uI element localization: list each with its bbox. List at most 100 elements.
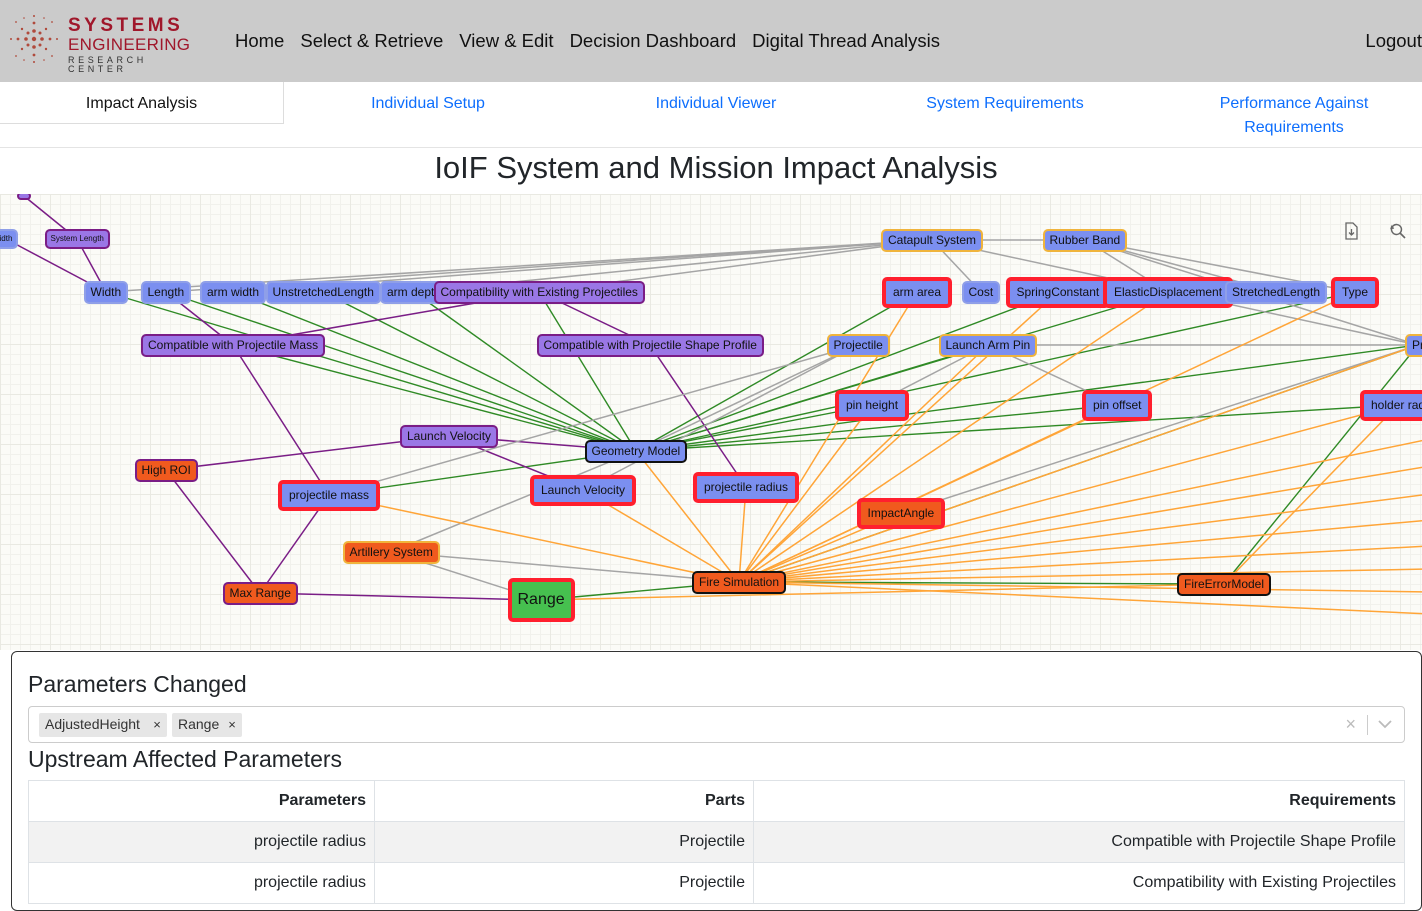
nav-decision-dashboard[interactable]: Decision Dashboard (569, 30, 737, 51)
column-header-parameters[interactable]: Parameters (28, 780, 375, 822)
graph-edge (738, 545, 1422, 583)
graph-node-rubber-band[interactable]: Rubber Band (1042, 228, 1128, 252)
table-row: projectile radius Projectile Compatible … (28, 821, 1405, 863)
graph-edge (232, 344, 330, 496)
page-title: IoIF System and Mission Impact Analysis (434, 150, 998, 185)
logout-link[interactable]: Logout (1365, 30, 1422, 51)
graph-node-fire-error-model[interactable]: FireErrorModel (1177, 572, 1272, 596)
graph-edge (738, 519, 1422, 583)
graph-edge (413, 291, 637, 452)
graph-node-catapult-system[interactable]: Catapult System (881, 228, 984, 252)
graph-node-pin-height[interactable]: pin height (835, 389, 910, 421)
cell-requirement: Compatibility with Existing Projectiles (753, 862, 1405, 904)
graph-edge (738, 486, 747, 583)
graph-edge (232, 344, 637, 452)
upstream-affected-heading: Upstream Affected Parameters (28, 746, 343, 772)
chip-remove-icon[interactable]: × (153, 717, 161, 732)
graph-node-geometry-model[interactable]: Geometry Model (584, 439, 688, 463)
graph-node-cost[interactable]: Cost (961, 280, 1001, 304)
graph-node-max-range[interactable]: Max Range (222, 581, 298, 605)
nav-digital-thread-analysis[interactable]: Digital Thread Analysis (752, 30, 940, 51)
graph-node-pr-cut[interactable]: Pr (1405, 333, 1422, 357)
cell-parameter: projectile radius (28, 821, 375, 863)
graph-node-launch-velocity[interactable]: Launch Velocity (530, 474, 637, 506)
top-navbar: SYSTEMS ENGINEERING RESEARCH CENTER Home… (0, 0, 1422, 82)
cell-parameter: projectile radius (28, 862, 375, 904)
graph-node-launch-arm-pin[interactable]: Launch Arm Pin (938, 333, 1038, 357)
graph-edge (390, 450, 637, 553)
graph-edge (649, 344, 747, 488)
graph-edge (1223, 404, 1399, 585)
graph-edge (738, 404, 1118, 583)
graph-edge (582, 344, 859, 491)
graph-node-projectile-mass[interactable]: projectile mass (278, 479, 381, 511)
graph-edge (738, 404, 1399, 583)
graph-edge (105, 291, 637, 452)
graph-node-artillery-system[interactable]: Artillery System (342, 540, 440, 564)
graph-edge (738, 404, 873, 583)
graph-node-system-length[interactable]: System Length (44, 229, 110, 249)
nav-home[interactable]: Home (235, 30, 285, 51)
clear-all-icon[interactable]: × (1345, 714, 1356, 734)
graph-node-type[interactable]: Type (1331, 276, 1380, 308)
serc-logo[interactable]: SYSTEMS ENGINEERING RESEARCH CENTER (6, 12, 206, 74)
graph-edge (738, 494, 1422, 583)
chip-remove-icon[interactable]: × (228, 717, 236, 732)
graph-node-impact-angle[interactable]: ImpactAngle (856, 497, 946, 529)
logo-dots-icon (10, 15, 58, 63)
graph-node-fire-simulation[interactable]: Fire Simulation (692, 570, 787, 594)
graph-edge (390, 551, 740, 583)
graph-node-compat-existing[interactable]: Compatibility with Existing Projectiles (433, 280, 645, 304)
tab-system-requirements[interactable]: System Requirements (926, 95, 1084, 112)
graph-node-spring-constant[interactable]: SpringConstant (1005, 276, 1111, 308)
chip-range: Range × (172, 713, 242, 737)
graph-node-projectile-radius[interactable]: projectile radius (693, 471, 800, 503)
cell-part: Projectile (374, 862, 754, 904)
chevron-down-icon[interactable] (1376, 715, 1394, 733)
graph-node-arm-area[interactable]: arm area (882, 276, 953, 308)
graph-node-elastic-displacement[interactable]: ElasticDisplacement (1103, 276, 1234, 308)
graph-edge (738, 581, 1422, 593)
parameters-changed-heading: Parameters Changed (28, 671, 247, 697)
tab-individual-setup[interactable]: Individual Setup (371, 95, 485, 112)
upstream-affected-table: Parameters Parts Requirements projectile… (28, 780, 1405, 904)
graph-edge (738, 439, 1422, 583)
graph-edge (538, 291, 637, 452)
tab-individual-viewer[interactable]: Individual Viewer (655, 95, 777, 112)
graph-node-compat-mass[interactable]: Compatible with Projectile Mass (141, 333, 326, 357)
graph-node-stretched-length[interactable]: StretchedLength (1225, 280, 1328, 304)
column-header-parts[interactable]: Parts (374, 780, 754, 822)
column-header-requirements[interactable]: Requirements (753, 780, 1405, 822)
graph-node-truncated-top[interactable] (17, 194, 31, 200)
graph-node-compat-shape[interactable]: Compatible with Projectile Shape Profile (536, 333, 764, 357)
cell-requirement: Compatible with Projectile Shape Profile (753, 821, 1405, 863)
graph-node-range[interactable]: Range (507, 578, 575, 622)
graph-edge (635, 291, 1356, 452)
graph-node-arm-width[interactable]: arm width (200, 280, 267, 304)
chip-adjusted-height: AdjustedHeight × (39, 713, 167, 737)
graph-edge (328, 494, 740, 583)
graph-node-unstretched-length[interactable]: UnstretchedLength (265, 280, 381, 304)
nav-view-edit[interactable]: View & Edit (459, 30, 554, 51)
graph-edge (635, 291, 918, 452)
nav-select-retrieve[interactable]: Select & Retrieve (300, 30, 444, 51)
graph-edge (259, 592, 542, 601)
graph-node-width-cut[interactable]: idth (0, 229, 19, 249)
tab-impact-analysis[interactable]: Impact Analysis (0, 82, 284, 124)
graph-node-length[interactable]: Length (140, 280, 192, 304)
graph-node-holder-cut[interactable]: holder rad (1360, 389, 1422, 421)
chip-label: Range (178, 716, 220, 732)
graph-edge (738, 344, 1419, 583)
cell-part: Projectile (374, 821, 754, 863)
graph-edge (635, 404, 1399, 452)
parameters-changed-select[interactable]: AdjustedHeight × Range × × (28, 706, 1405, 743)
graph-node-launch-velocity-req[interactable]: Launch Velocity (400, 424, 499, 448)
graph-node-projectile[interactable]: Projectile (826, 333, 890, 357)
graph-node-pin-offset[interactable]: pin offset (1082, 389, 1153, 421)
graph-node-width[interactable]: Width (83, 280, 129, 304)
logo-line-1: SYSTEMS (68, 15, 184, 36)
graph-edge (165, 291, 637, 452)
graph-node-high-roi[interactable]: High ROI (134, 458, 198, 482)
tab-performance-against-requirements[interactable]: Performance Against Requirements (1219, 95, 1369, 136)
